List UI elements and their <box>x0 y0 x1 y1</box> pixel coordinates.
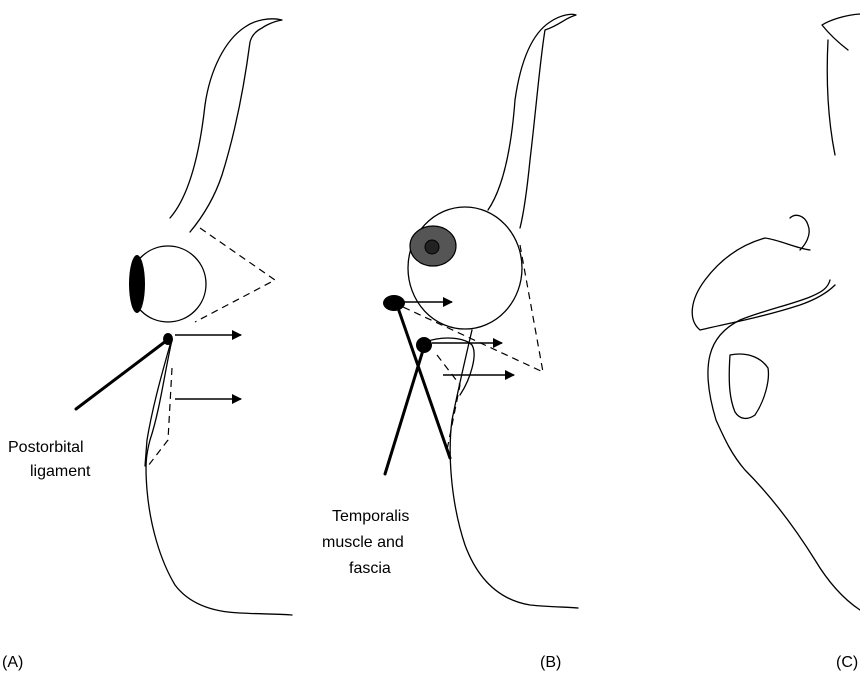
annotation-a-line1: Postorbital <box>8 439 84 456</box>
postorbital-ligament-b <box>383 295 405 311</box>
zygomatic-c <box>729 354 768 418</box>
eyeball-b <box>408 207 522 329</box>
panel-c: (C) <box>692 14 860 671</box>
temporal-muscle-b <box>425 338 474 395</box>
orbit-c <box>692 238 835 330</box>
skull-outline-a <box>146 19 292 615</box>
orbit-rim-c <box>790 215 809 250</box>
annotation-b-line3: fascia <box>349 560 391 577</box>
pupil-a <box>129 255 145 313</box>
temporal-fossa-a <box>148 228 275 466</box>
panel-label-c: (C) <box>836 654 858 671</box>
annotation-b-line1: Temporalis <box>332 508 409 525</box>
leader-line-b-2 <box>397 305 450 458</box>
panel-b: Temporalis muscle and fascia (B) <box>322 14 578 671</box>
panel-a: Postorbital ligament (A) <box>2 19 292 671</box>
skull-outline-c <box>708 280 860 610</box>
leader-line-a <box>76 341 166 409</box>
skull-top-c <box>822 14 860 155</box>
annotation-a-line2: ligament <box>30 463 91 480</box>
panel-label-b: (B) <box>540 654 561 671</box>
annotation-b-line2: muscle and <box>322 534 404 551</box>
panel-label-a: (A) <box>2 654 23 671</box>
skull-outline-b <box>450 14 578 608</box>
pupil-b <box>425 240 439 254</box>
